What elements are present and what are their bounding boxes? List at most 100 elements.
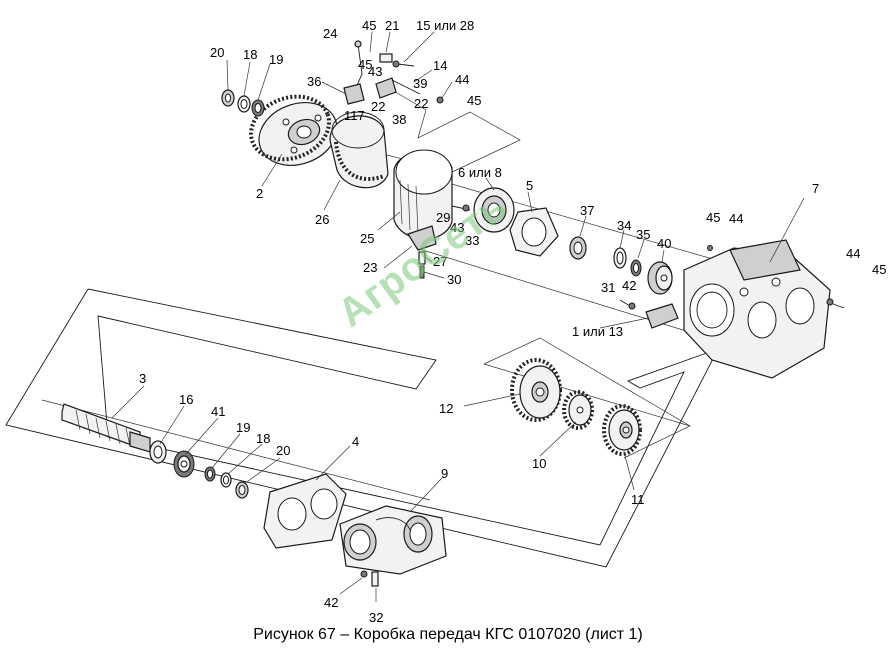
part-44-45-right-fasteners xyxy=(707,245,845,309)
part-42-washer-lower xyxy=(360,570,368,578)
label-23: 23 xyxy=(363,260,377,275)
part-10-gear xyxy=(562,390,594,430)
part-22-bracket xyxy=(343,77,397,105)
part-14-rod xyxy=(391,79,421,95)
label-40: 40 xyxy=(657,236,671,251)
label-32: 32 xyxy=(369,610,383,625)
label-18: 18 xyxy=(243,47,257,62)
label-22: 22 xyxy=(414,96,428,111)
part-16-bearing xyxy=(149,440,167,464)
part-40-hub xyxy=(647,261,673,295)
part-42-washer-right xyxy=(628,302,636,310)
label-6-or-8: 6 или 8 xyxy=(458,165,502,180)
label-20: 20 xyxy=(276,443,290,458)
part-31-bolt xyxy=(619,299,631,307)
part-6-8-flange xyxy=(473,187,515,233)
label-11: 11 xyxy=(631,492,645,507)
label-45: 45 xyxy=(467,93,481,108)
part-3-shaft xyxy=(61,403,151,453)
label-45: 45 xyxy=(362,18,376,33)
part-5-gasket xyxy=(509,207,559,257)
part-15-28-bolt xyxy=(392,60,415,68)
part-21-pin xyxy=(379,53,393,63)
part-19-ring-lower xyxy=(204,466,216,482)
label-18: 18 xyxy=(256,431,270,446)
label-7: 7 xyxy=(812,181,819,196)
label-19: 19 xyxy=(269,52,283,67)
part-9-cover xyxy=(339,505,447,575)
part-35-ring xyxy=(630,259,642,277)
label-37: 37 xyxy=(580,203,594,218)
label-35: 35 xyxy=(636,227,650,242)
label-33: 33 xyxy=(465,233,479,248)
part-7-gearbox-housing xyxy=(683,239,831,379)
label-42: 42 xyxy=(324,595,338,610)
part-41-bearing xyxy=(173,450,195,478)
label-27: 27 xyxy=(433,254,447,269)
part-12-gear xyxy=(510,358,562,422)
label-41: 41 xyxy=(211,404,225,419)
label-10: 10 xyxy=(532,456,546,471)
part-34-ring xyxy=(613,247,627,269)
label-45: 45 xyxy=(872,262,886,277)
label-44: 44 xyxy=(846,246,860,261)
label-38: 38 xyxy=(392,112,406,127)
label-29: 29 xyxy=(436,210,450,225)
label-20: 20 xyxy=(210,45,224,60)
part-19-ring-upper xyxy=(251,99,265,117)
label-22: 22 xyxy=(371,99,385,114)
label-43: 43 xyxy=(450,220,464,235)
part-32-bolt xyxy=(371,571,379,587)
part-18-ring-upper xyxy=(237,95,251,113)
label-24: 24 xyxy=(323,26,337,41)
group-boundary-lower xyxy=(5,288,719,568)
label-44: 44 xyxy=(729,211,743,226)
label-117: 117 xyxy=(344,108,365,123)
label-25: 25 xyxy=(360,231,374,246)
label-5: 5 xyxy=(526,178,533,193)
axis-line-shaft xyxy=(41,399,431,501)
part-4-gasket xyxy=(263,473,347,549)
figure-caption: Рисунок 67 – Коробка передач КГС 0107020… xyxy=(253,626,643,643)
label-3: 3 xyxy=(139,371,146,386)
label-43: 43 xyxy=(368,64,382,79)
part-29-bolt xyxy=(451,204,471,212)
leader-lines xyxy=(111,31,805,602)
label-45: 45 xyxy=(706,210,720,225)
part-1-13-bracket xyxy=(645,303,679,329)
part-26-brake-band xyxy=(329,111,389,189)
label-16: 16 xyxy=(179,392,193,407)
label-36: 36 xyxy=(307,74,321,89)
label-9: 9 xyxy=(441,466,448,481)
label-31: 31 xyxy=(601,280,615,295)
label-14: 14 xyxy=(433,58,447,73)
label-15-or-28: 15 или 28 xyxy=(416,18,474,33)
part-20-ring-upper xyxy=(221,89,235,107)
label-2: 2 xyxy=(256,186,263,201)
part-37-seal xyxy=(569,236,587,260)
label-44: 44 xyxy=(455,72,469,87)
axis-line-upper xyxy=(395,167,745,269)
label-21: 21 xyxy=(385,18,399,33)
label-4: 4 xyxy=(352,434,359,449)
part-27-spring xyxy=(418,251,426,265)
label-12: 12 xyxy=(439,401,453,416)
label-39: 39 xyxy=(413,76,427,91)
label-1-or-13: 1 или 13 xyxy=(572,324,623,339)
part-44-washer-upper xyxy=(436,96,444,104)
part-18-ring-lower xyxy=(220,472,232,488)
label-26: 26 xyxy=(315,212,329,227)
label-42: 42 xyxy=(622,278,636,293)
part-11-gear xyxy=(602,404,642,456)
label-30: 30 xyxy=(447,272,461,287)
axis-line-gears-box xyxy=(483,337,691,459)
part-2-drum xyxy=(249,94,338,166)
part-20-ring-lower xyxy=(235,481,249,499)
label-45: 45 xyxy=(358,57,372,72)
label-34: 34 xyxy=(617,218,631,233)
label-19: 19 xyxy=(236,420,250,435)
part-23-bracket xyxy=(407,225,437,251)
part-labels: 20 18 19 36 24 45 21 15 или 28 43 14 39 … xyxy=(139,18,886,625)
part-25-lining xyxy=(393,149,453,240)
